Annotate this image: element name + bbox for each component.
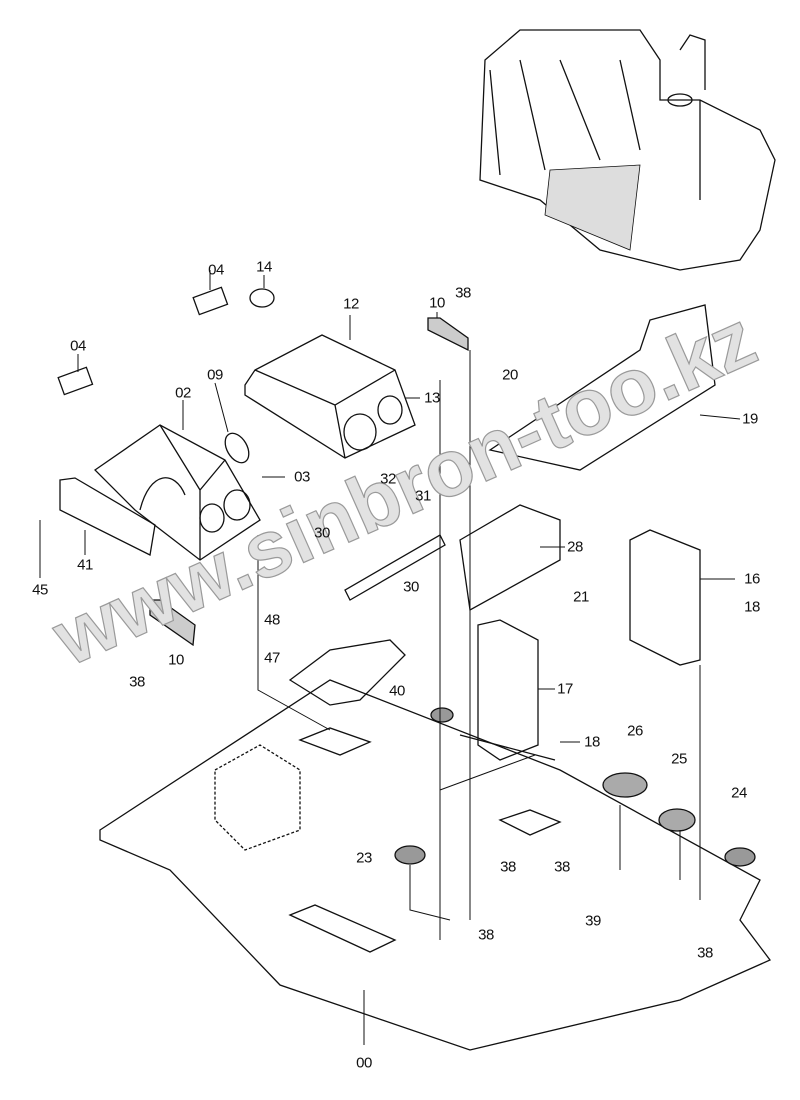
part-label: 20 xyxy=(502,366,518,384)
floor-plate-subframe xyxy=(214,744,301,851)
part-label: 25 xyxy=(671,750,687,768)
part-label: 38 xyxy=(478,926,494,944)
part-label: 12 xyxy=(343,295,359,313)
part-label: 00 xyxy=(356,1054,372,1072)
part-10-plate xyxy=(149,599,196,647)
part-label: 16 xyxy=(744,570,760,588)
part-09-grommet xyxy=(224,432,250,464)
part-label: 09 xyxy=(207,366,223,384)
part-41-bracket xyxy=(59,477,156,556)
part-label: 38 xyxy=(455,284,471,302)
floor-plate-openings xyxy=(288,727,562,953)
part-label: 10 xyxy=(429,294,445,312)
part-label: 04 xyxy=(70,337,86,355)
part-04-connector xyxy=(192,286,229,316)
part-label: 31 xyxy=(415,487,431,505)
part-label: 10 xyxy=(168,651,184,669)
part-24-grommet xyxy=(724,847,756,867)
part-label: 47 xyxy=(264,649,280,667)
part-00-floor-plate xyxy=(99,679,772,1051)
part-02-cover xyxy=(93,424,261,561)
part-12-cover xyxy=(244,334,416,459)
part-31-terminal xyxy=(344,534,446,601)
part-label: 02 xyxy=(175,384,191,402)
part-26-grommet xyxy=(602,772,648,798)
part-04-connector xyxy=(57,366,94,396)
part-14-grommet xyxy=(249,288,275,308)
part-label: 03 xyxy=(294,468,310,486)
part-label: 38 xyxy=(697,944,713,962)
part-10-plate xyxy=(427,317,469,352)
part-label: 28 xyxy=(567,538,583,556)
part-label: 48 xyxy=(264,611,280,629)
part-label: 39 xyxy=(585,912,601,930)
part-label: 38 xyxy=(554,858,570,876)
part-28-bracket xyxy=(459,504,561,612)
part-label: 18 xyxy=(584,733,600,751)
part-label: 30 xyxy=(403,578,419,596)
part-16-stand xyxy=(629,529,701,666)
excavator-overview xyxy=(479,29,776,271)
part-label: 38 xyxy=(129,673,145,691)
part-label: 04 xyxy=(208,261,224,279)
part-label: 45 xyxy=(32,581,48,599)
part-label: 40 xyxy=(389,682,405,700)
part-label: 19 xyxy=(742,410,758,428)
part-label: 13 xyxy=(424,389,440,407)
part-23-grommet xyxy=(394,845,426,865)
part-label: 30 xyxy=(314,524,330,542)
part-47-cover xyxy=(288,639,406,706)
part-19-frame xyxy=(488,304,716,471)
part-label: 32 xyxy=(380,470,396,488)
part-label: 41 xyxy=(77,556,93,574)
part-label: 24 xyxy=(731,784,747,802)
part-label: 23 xyxy=(356,849,372,867)
part-label: 21 xyxy=(573,588,589,606)
part-label: 38 xyxy=(500,858,516,876)
part-label: 26 xyxy=(627,722,643,740)
part-17-stand xyxy=(459,619,556,761)
part-25-plug xyxy=(658,808,696,832)
part-40-plug xyxy=(430,707,454,723)
part-label: 18 xyxy=(744,598,760,616)
part-label: 14 xyxy=(256,258,272,276)
part-label: 17 xyxy=(557,680,573,698)
leader-lines xyxy=(39,270,741,1045)
